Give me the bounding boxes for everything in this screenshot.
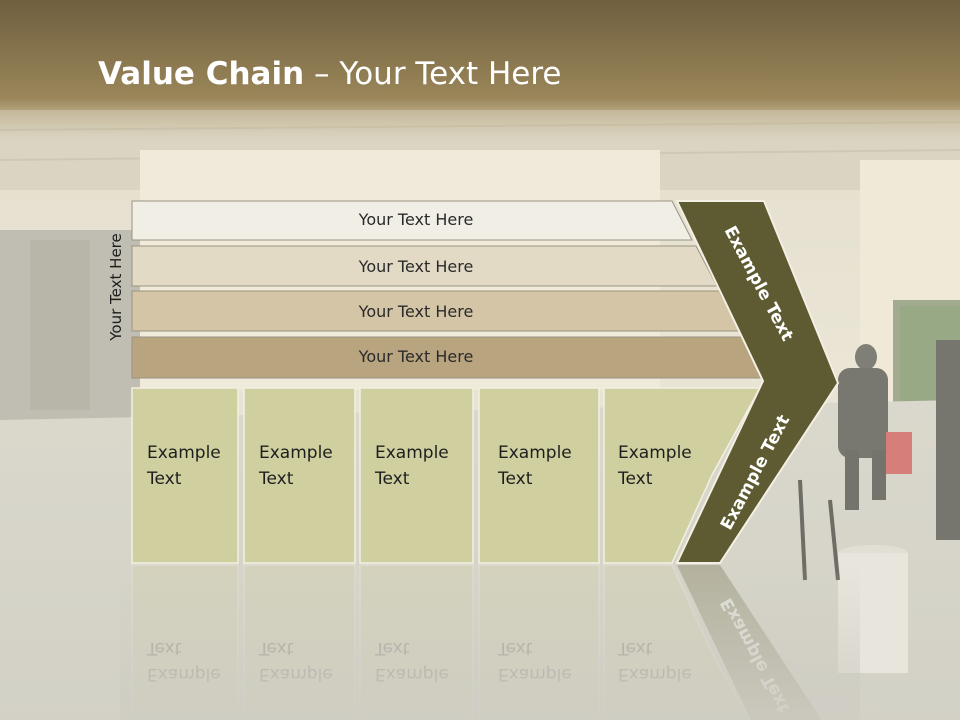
box-4-text: Example Text	[498, 440, 598, 492]
box-1-line1: Example	[147, 443, 221, 463]
box-2-line1: Example	[259, 443, 333, 463]
box-4-line1: Example	[498, 443, 572, 463]
box-3-line1: Example	[375, 443, 449, 463]
box-3	[359, 387, 474, 564]
box-5-line1: Example	[618, 443, 692, 463]
row-3-label: Your Text Here	[358, 302, 474, 321]
row-1-label: Your Text Here	[358, 210, 474, 229]
row-4-label: Your Text Here	[358, 347, 474, 366]
chevron	[675, 200, 840, 564]
box-2-line2: Text	[259, 469, 294, 489]
box-3-line2: Text	[375, 469, 410, 489]
box-4	[478, 387, 600, 564]
box-3-text: Example Text	[375, 440, 475, 492]
box-2	[243, 387, 356, 564]
box-4-line2: Text	[498, 469, 533, 489]
box-5-text: Example Text	[618, 440, 718, 492]
title-rest: – Your Text Here	[304, 56, 562, 92]
slide-title: Value Chain – Your Text Here	[98, 52, 561, 96]
box-1-text: Example Text	[147, 440, 247, 492]
box-1-line2: Text	[147, 469, 182, 489]
row-1-bar	[131, 200, 693, 241]
box-5-line2: Text	[618, 469, 653, 489]
box-5	[603, 387, 762, 564]
box-1	[131, 387, 239, 564]
title-bold: Value Chain	[98, 56, 305, 92]
row-2-label: Your Text Here	[358, 257, 474, 276]
activity-boxes	[131, 387, 762, 564]
row-bars: Your Text Here Your Text Here Your Text …	[131, 200, 765, 379]
box-2-text: Example Text	[259, 440, 359, 492]
